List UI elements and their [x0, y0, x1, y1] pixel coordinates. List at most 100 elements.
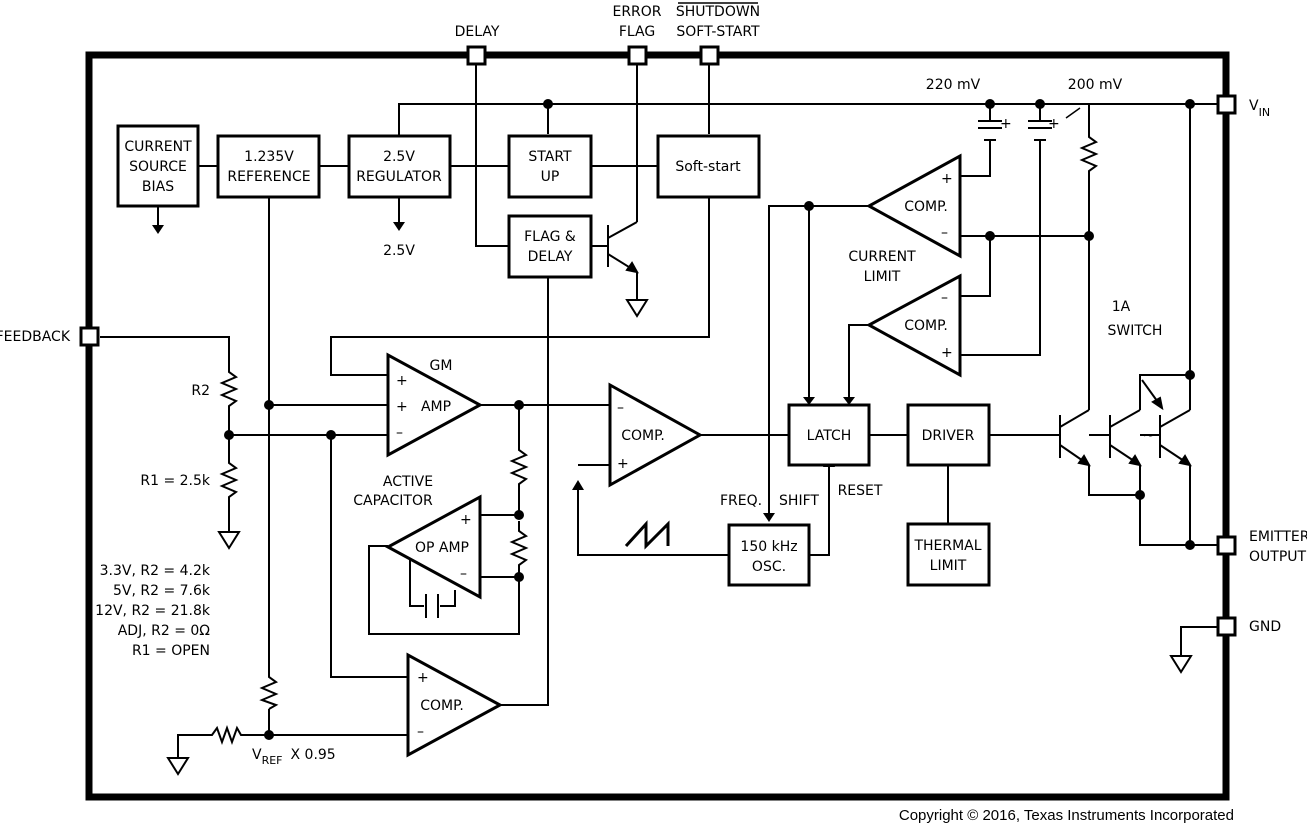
svg-text:+: +	[1048, 116, 1060, 132]
gm-resistor	[509, 446, 529, 486]
svg-text:–: –	[941, 225, 948, 241]
svg-text:–: –	[460, 566, 467, 582]
svg-text:LIMIT: LIMIT	[930, 558, 967, 574]
arrow-down-icon	[803, 397, 815, 405]
svg-text:OP AMP: OP AMP	[415, 540, 469, 556]
latch-block: LATCH	[787, 403, 871, 467]
r2-label: R2	[191, 383, 210, 399]
current-limit-label-2: LIMIT	[864, 269, 901, 285]
svg-text:–: –	[396, 425, 403, 441]
sense-resistor	[1079, 132, 1099, 175]
switch-label: 1A	[1112, 299, 1131, 315]
error-label: ERROR	[612, 4, 661, 20]
svg-text:UP: UP	[541, 169, 560, 185]
svg-text:FLAG &: FLAG &	[524, 229, 576, 245]
emitter-output-pin	[1216, 535, 1237, 556]
r1-label: R1 = 2.5k	[140, 473, 211, 489]
error-flag-pin	[627, 45, 648, 66]
delay-pin	[466, 45, 487, 66]
svg-text:+: +	[396, 373, 408, 389]
offset-220mv-label: 220 mV	[926, 77, 981, 93]
svg-text:12V, R2 = 21.8k: 12V, R2 = 21.8k	[95, 603, 211, 619]
wiring	[100, 64, 1226, 748]
svg-text:REGULATOR: REGULATOR	[356, 169, 442, 185]
svg-text:–: –	[617, 400, 624, 416]
current-limit-comparator-top: + – COMP.	[865, 153, 962, 259]
svg-text:REFERENCE: REFERENCE	[227, 169, 310, 185]
soft-start-block: Soft-start	[656, 134, 761, 199]
svg-text:+: +	[1000, 116, 1012, 132]
oscillator-block: 150 kHz OSC.	[727, 523, 811, 587]
arrow-down-icon	[393, 222, 405, 231]
svg-text:+: +	[617, 456, 629, 472]
svg-text:START: START	[528, 149, 572, 165]
opamp-resistor	[509, 527, 529, 568]
svg-text:–: –	[417, 724, 424, 740]
batteries: + +	[978, 107, 1081, 146]
regulator-block: 2.5V REGULATOR	[347, 134, 452, 199]
r1-resistor	[219, 458, 239, 502]
gnd-label: GND	[1249, 619, 1281, 635]
delay-label: DELAY	[455, 24, 500, 40]
vref-resistor-v	[259, 673, 279, 710]
svg-text:2.5V: 2.5V	[383, 149, 415, 165]
active-capacitor-label-2: CAPACITOR	[353, 493, 433, 509]
driver-block: DRIVER	[906, 403, 991, 467]
svg-text:THERMAL: THERMAL	[913, 538, 981, 554]
op-amp: + – OP AMP	[384, 494, 482, 600]
resistor-value-table: 3.3V, R2 = 4.2k 5V, R2 = 7.6k 12V, R2 = …	[95, 563, 211, 659]
chip-outline	[85, 51, 1230, 801]
vin-pin	[1216, 94, 1237, 115]
svg-text:+: +	[941, 345, 953, 361]
grounds	[152, 222, 1192, 775]
vin-label: VIN	[1249, 98, 1270, 119]
offset-200mv-label: 200 mV	[1068, 77, 1123, 93]
active-capacitor-label: ACTIVE	[383, 474, 433, 490]
switch-label-2: SWITCH	[1108, 323, 1163, 339]
current-limit-label: CURRENT	[848, 249, 916, 265]
svg-text:+: +	[460, 512, 472, 528]
gnd-pin	[1216, 616, 1237, 637]
svg-text:AMP: AMP	[421, 399, 451, 415]
shutdown-pin	[699, 45, 720, 66]
junction-dots	[224, 99, 1195, 740]
arrow-down-icon	[843, 397, 855, 405]
svg-text:ADJ, R2 = 0Ω: ADJ, R2 = 0Ω	[118, 623, 211, 639]
output-label: OUTPUT	[1249, 549, 1307, 565]
shift-label: SHIFT	[779, 493, 819, 509]
vref-comparator: + – COMP.	[406, 652, 504, 758]
current-source-block: CURRENT SOURCE BIAS	[116, 124, 200, 208]
resistors	[208, 132, 1099, 745]
svg-text:COMP.: COMP.	[904, 199, 948, 215]
svg-text:DELAY: DELAY	[528, 249, 573, 265]
svg-text:5V, R2 = 7.6k: 5V, R2 = 7.6k	[113, 583, 211, 599]
svg-text:COMP.: COMP.	[621, 428, 665, 444]
capacitor	[425, 594, 439, 618]
svg-text:DRIVER: DRIVER	[922, 428, 975, 444]
ground-icon	[626, 289, 648, 317]
feedback-label: FEEDBACK	[0, 329, 71, 345]
svg-text:OSC.: OSC.	[752, 559, 786, 575]
freq-label: FREQ.	[720, 493, 762, 509]
svg-text:3.3V, R2 = 4.2k: 3.3V, R2 = 4.2k	[100, 563, 211, 579]
flag-delay-block: FLAG & DELAY	[507, 214, 593, 279]
feedback-pin	[79, 326, 100, 347]
main-comparator: – + COMP.	[608, 382, 704, 488]
sawtooth-icon	[624, 520, 670, 550]
current-limit-comparator-bottom: – + COMP.	[865, 273, 962, 378]
start-up-block: START UP	[507, 134, 593, 199]
reference-block: 1.235V REFERENCE	[216, 134, 321, 199]
svg-text:COMP.: COMP.	[420, 698, 464, 714]
reset-label: RESET	[838, 483, 883, 499]
regulator-output-label: 2.5V	[383, 243, 415, 259]
tilde-mark: ~	[1143, 428, 1155, 444]
ground-icon	[1170, 645, 1192, 673]
ground-icon	[167, 747, 189, 775]
pins	[79, 45, 1237, 637]
svg-text:CURRENT: CURRENT	[124, 139, 192, 155]
svg-text:Soft-start: Soft-start	[675, 159, 741, 175]
gm-amplifier: + + – AMP GM	[386, 352, 484, 458]
transistors	[607, 221, 1192, 467]
